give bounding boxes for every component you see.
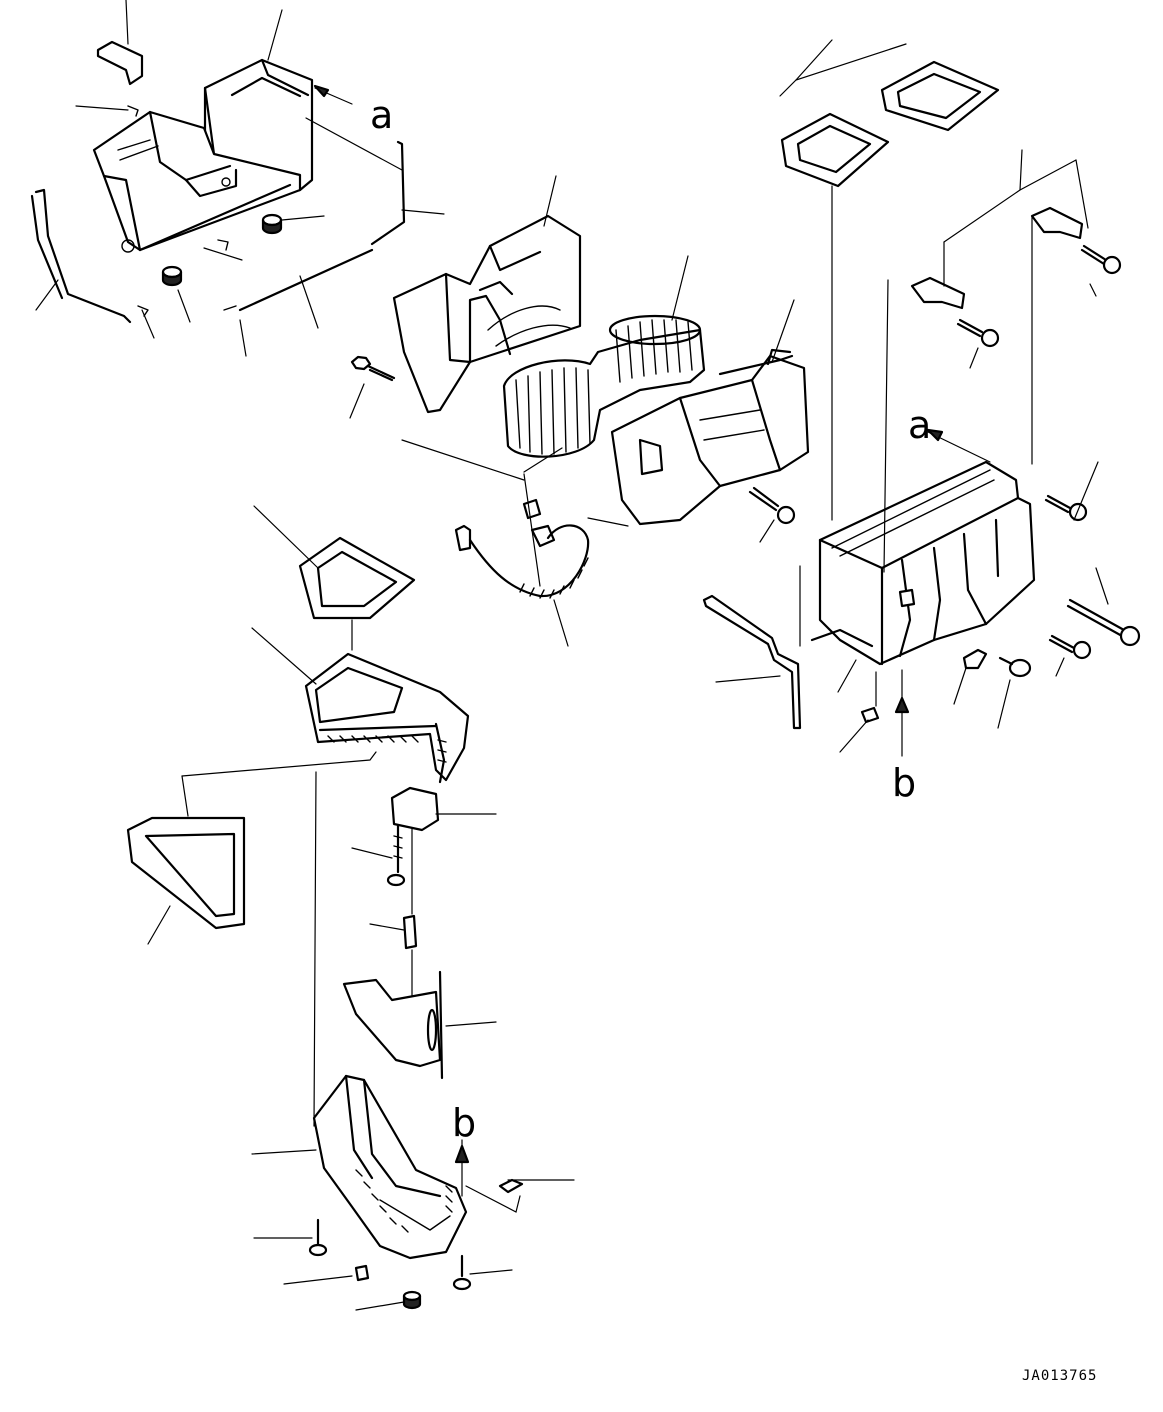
- duct-seal-left: [780, 112, 890, 188]
- blower-case-lower-half: [610, 354, 810, 526]
- blower-fan-motor: [502, 314, 706, 458]
- mode-door-housing-lower: [312, 1074, 468, 1260]
- alignment-lines: [305, 117, 1033, 1127]
- arrow-a-right: [926, 428, 944, 442]
- rubber-cushion-lower: [161, 265, 183, 287]
- bolt-long: [1066, 598, 1141, 647]
- clip-small: [127, 105, 139, 117]
- seal-triangular-left: [126, 816, 246, 930]
- screw-bottom-right: [452, 1254, 472, 1291]
- wire-harness: [454, 498, 590, 599]
- actuator-block: [390, 786, 440, 832]
- duct-seal-right: [880, 60, 1000, 132]
- view-ref-a-top: a: [370, 93, 393, 137]
- screw-blower-left: [350, 355, 396, 382]
- mounting-bracket-top: [96, 40, 144, 86]
- link-pin: [402, 914, 418, 950]
- blower-case-upper-half: [392, 214, 582, 414]
- clip-under-housing: [217, 239, 229, 251]
- clip-bottom: [354, 1264, 370, 1282]
- rubber-cushion-upper: [261, 213, 283, 235]
- seal-strip-vertical: [370, 140, 406, 246]
- rubber-cushion-bottom: [402, 1290, 422, 1310]
- screw-right-3: [1044, 494, 1088, 522]
- mode-door-housing-upper: [304, 652, 470, 784]
- view-ref-a-right: a: [908, 403, 931, 447]
- screw-right-1: [1080, 244, 1122, 275]
- door-plate: [342, 978, 442, 1068]
- clip-right: [962, 648, 988, 670]
- arrow-a-top: [313, 84, 330, 98]
- seal-triangular-top: [298, 536, 416, 620]
- clip-bottom-right: [498, 1178, 524, 1194]
- arrow-b-bottom: [454, 1144, 470, 1164]
- bracket-rod-left: [30, 188, 132, 324]
- clip-lower-left: [137, 305, 149, 317]
- upper-duct-housing: [92, 58, 314, 253]
- bracket-blower-top: [766, 348, 792, 366]
- screw-right-4: [1048, 634, 1092, 660]
- washer-screw: [998, 656, 1032, 678]
- main-duct-housing: [810, 460, 1036, 666]
- drawing-id: JA013765: [1022, 1368, 1097, 1384]
- callout-leaders: [35, 0, 1109, 1311]
- seal-strip-long: [223, 248, 374, 312]
- screw-blower-right: [748, 486, 796, 525]
- view-ref-b-right: b: [892, 761, 916, 805]
- bracket-right-middle: [910, 276, 966, 310]
- clip-right-bottom: [860, 706, 880, 724]
- arrow-b-right: [894, 696, 910, 714]
- screw-bottom-left: [308, 1218, 328, 1257]
- screw-vertical-1: [386, 824, 406, 887]
- screw-right-2: [956, 318, 1000, 348]
- view-ref-b-bottom: b: [452, 1101, 476, 1145]
- bracket-rod-right: [702, 594, 802, 730]
- bracket-right-upper: [1030, 206, 1084, 240]
- door-shaft: [438, 970, 444, 1080]
